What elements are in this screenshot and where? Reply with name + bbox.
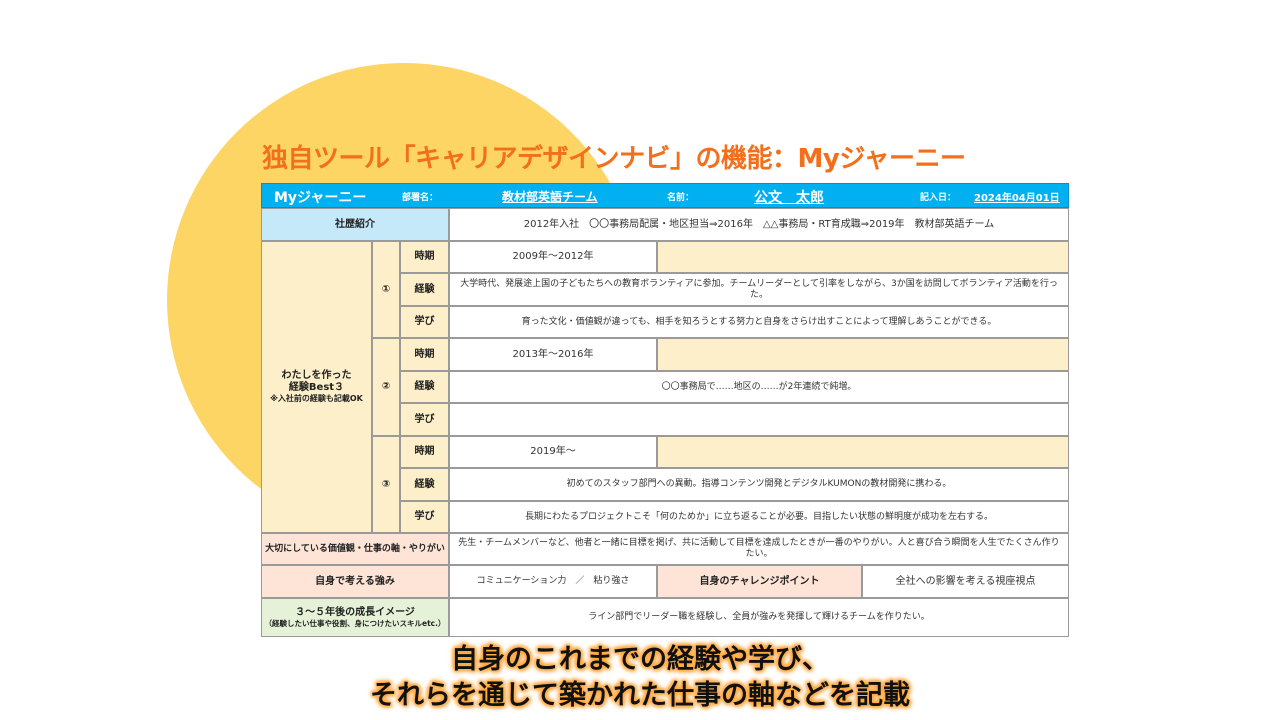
values-value: 先生・チームメンバーなど、他者と一緒に目標を掲げ、共に活動して目標を達成したとき… — [449, 533, 1069, 565]
strength-label: 自身で考える強み — [261, 565, 449, 598]
growth-title: ３～５年後の成長イメージ — [295, 607, 415, 618]
best3-label: わたしを作った 経験Best３ ※入社前の経験も記載OK — [261, 241, 372, 533]
best3-note: ※入社前の経験も記載OK — [270, 394, 363, 404]
best3-title: わたしを作った — [281, 370, 352, 382]
item-number: ② — [372, 338, 400, 436]
item-number: ③ — [372, 436, 400, 533]
period-blank — [657, 338, 1069, 371]
period-value: 2009年～2012年 — [449, 241, 657, 273]
experience-value: 大学時代、発展途上国の子どもたちへの教育ボランティアに参加。チームリーダーとして… — [449, 273, 1069, 306]
growth-value: ライン部門でリーダー職を経験し、全員が強みを発揮して輝けるチームを作りたい。 — [449, 598, 1069, 637]
name-value: 公文 太郎 — [754, 190, 824, 206]
period-blank — [657, 436, 1069, 468]
learning-label: 学び — [400, 403, 449, 436]
period-blank — [657, 241, 1069, 273]
overlay-caption-line2: それらを通じて築かれた仕事の軸などを記載 — [370, 680, 910, 711]
experience-label: 経験 — [400, 468, 449, 501]
growth-note: （経験したい仕事や役割、身につけたいスキルetc.） — [264, 619, 446, 628]
learning-label: 学び — [400, 501, 449, 533]
period-value: 2013年～2016年 — [449, 338, 657, 371]
item-number: ① — [372, 241, 400, 338]
strength-value: コミュニケーション力 ／ 粘り強さ — [449, 565, 657, 598]
learning-value: 長期にわたるプロジェクトこそ「何のためか」に立ち返ることが必要。目指したい状態の… — [449, 501, 1069, 533]
dept-label: 部署名： — [402, 193, 439, 203]
name-label: 名前： — [667, 193, 695, 203]
date-value: 2024年04月01日 — [974, 193, 1060, 204]
dept-value: 教材部英語チーム — [502, 190, 598, 204]
period-value: 2019年～ — [449, 436, 657, 468]
experience-value: 初めてのスタッフ部門への異動。指導コンテンツ開発とデジタルKUMONの教材開発に… — [449, 468, 1069, 501]
overlay-caption-line1: 自身のこれまでの経験や学び、 — [451, 644, 829, 675]
period-label: 時期 — [400, 338, 449, 371]
period-label: 時期 — [400, 241, 449, 273]
challenge-label: 自身のチャレンジポイント — [657, 565, 862, 598]
learning-label: 学び — [400, 306, 449, 338]
experience-label: 経験 — [400, 273, 449, 306]
period-label: 時期 — [400, 436, 449, 468]
career-value: 2012年入社 〇〇事務局配属・地区担当⇒2016年 △△事務局・RT育成職⇒2… — [449, 208, 1069, 241]
growth-label: ３～５年後の成長イメージ （経験したい仕事や役割、身につけたいスキルetc.） — [261, 598, 449, 637]
app-name: Myジャーニー — [274, 190, 367, 206]
learning-value — [449, 403, 1069, 436]
date-label: 記入日： — [920, 193, 957, 203]
page-title: 独自ツール「キャリアデザインナビ」の機能：Myジャーニー — [262, 144, 966, 174]
values-label: 大切にしている価値観・仕事の軸・やりがい — [261, 533, 449, 565]
learning-value: 育った文化・価値観が違っても、相手を知ろうとする努力と自身をさらけ出すことによっ… — [449, 306, 1069, 338]
best3-title2: 経験Best３ — [288, 382, 345, 394]
sheet-header: Myジャーニー 部署名： 教材部英語チーム 名前： 公文 太郎 記入日： 202… — [261, 183, 1069, 208]
my-journey-sheet: Myジャーニー 部署名： 教材部英語チーム 名前： 公文 太郎 記入日： 202… — [261, 183, 1069, 637]
challenge-value: 全社への影響を考える視座視点 — [862, 565, 1069, 598]
experience-value: 〇〇事務局で……地区の……が2年連続で純増。 — [449, 371, 1069, 403]
career-label: 社歴紹介 — [261, 208, 449, 241]
experience-label: 経験 — [400, 371, 449, 403]
